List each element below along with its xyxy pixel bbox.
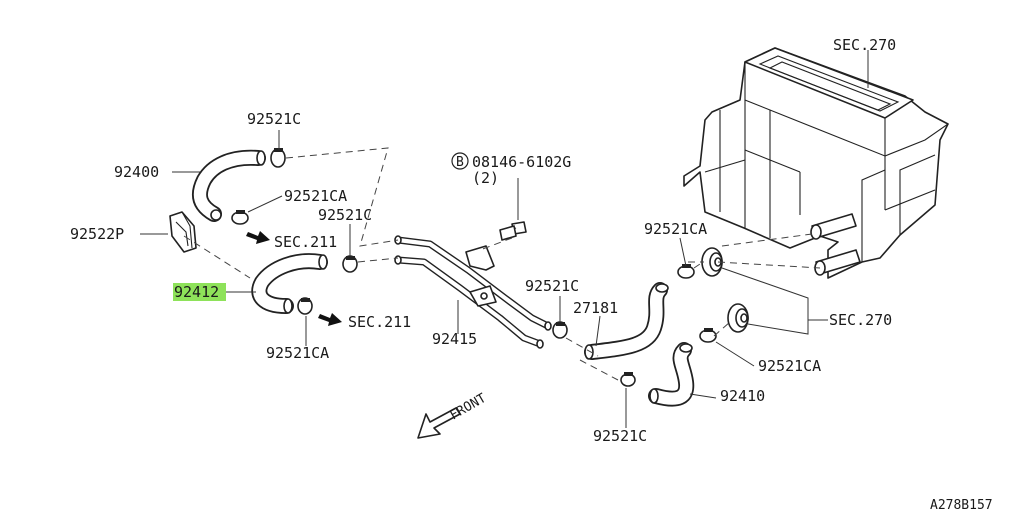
bolt-08146-6102g [499,221,527,241]
label-clamp-c-bottom[interactable]: 92521C [593,427,647,445]
clamp-92521c-mid [342,255,358,273]
label-hose-27181[interactable]: 27181 [573,299,618,317]
label-clamp-ca-lower[interactable]: 92521CA [266,344,329,362]
label-hose-92412[interactable]: 92412 [174,283,219,301]
label-pipe-92415[interactable]: 92415 [432,330,477,348]
label-clamp-ca-right-top[interactable]: 92521CA [644,220,707,238]
label-figure-code: A278B157 [930,498,993,512]
leader-lines [140,50,869,428]
heater-unit [683,47,949,279]
label-sec211-lower[interactable]: SEC.211 [348,313,411,331]
label-clamp-c-mid[interactable]: 92521C [318,206,372,224]
bolt-circle-icon [451,152,469,170]
label-bolt-qty: (2) [472,169,499,187]
grommet-92522p [169,211,197,253]
highlight-92412 [173,283,226,301]
front-arrow-icon [417,407,461,439]
hose-92412 [251,253,328,314]
label-clamp-c-center[interactable]: 92521C [525,277,579,295]
label-bolt-circle: B [456,155,464,170]
label-front: FRONT [448,391,490,424]
grommet-lower [727,303,749,333]
clamp-92521ca-lower [297,297,313,315]
hose-27181 [584,282,669,360]
label-bolt-part[interactable]: 08146-6102G [472,153,571,171]
label-clamp-c-top[interactable]: 92521C [247,110,301,128]
clamp-92521c-top [270,148,286,168]
clamp-92521ca-right-top [677,264,695,279]
label-sec270-right[interactable]: SEC.270 [829,311,892,329]
arrow-sec211-lower-icon [318,313,342,326]
label-hose-92400[interactable]: 92400 [114,163,159,181]
label-sec270-top[interactable]: SEC.270 [833,36,896,54]
hose-92410 [648,342,695,407]
label-grommet-92522p[interactable]: 92522P [70,225,124,243]
pipe-92415 [394,235,552,349]
label-sec211-upper[interactable]: SEC.211 [274,233,337,251]
dashed-lines [183,147,821,381]
hose-92400 [191,149,266,222]
label-hose-92410[interactable]: 92410 [720,387,765,405]
clamp-92521ca-right-bottom [699,328,717,343]
arrow-sec211-upper-icon [246,231,270,244]
label-clamp-ca-right-bottom[interactable]: 92521CA [758,357,821,375]
clamp-92521c-center [552,321,568,339]
label-clamp-ca-upper[interactable]: 92521CA [284,187,347,205]
clamp-92521ca-upper [231,210,249,225]
clamp-92521c-bottom [620,372,636,387]
